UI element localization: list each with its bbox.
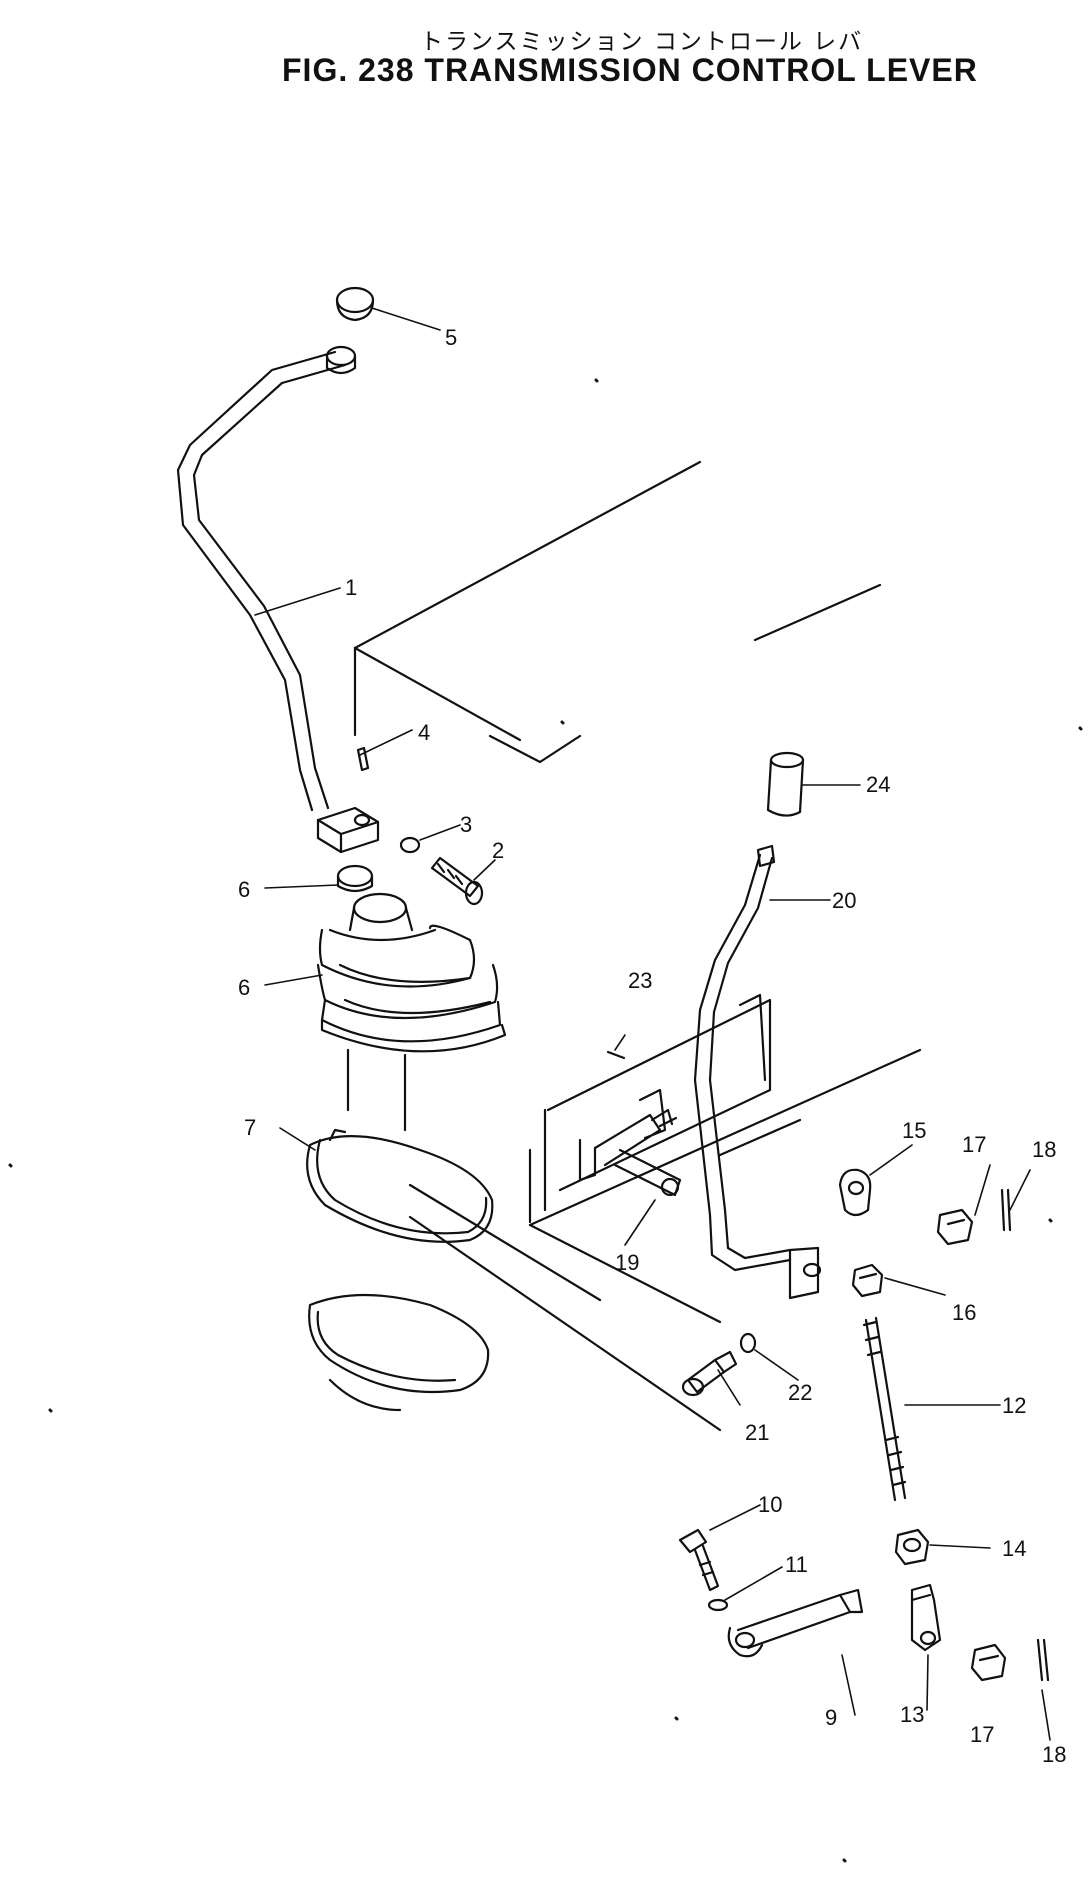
cab-body-outline: [353, 460, 922, 1432]
callout-17-lower: 17: [970, 1722, 994, 1747]
callout-4: 4: [418, 720, 430, 745]
callout-1: 1: [345, 575, 357, 600]
rod-part-20: [693, 844, 822, 1300]
callout-22: 22: [788, 1380, 812, 1405]
cotter-pin-part-18-upper: [1000, 1188, 1012, 1232]
callout-6-nut: 6: [238, 877, 250, 902]
callout-17-upper: 17: [962, 1132, 986, 1157]
washer-part-3: [399, 836, 421, 854]
callout-24: 24: [866, 772, 890, 797]
lever-arm-part-9: [727, 1588, 864, 1658]
knob-part-5: [335, 286, 375, 322]
seal-ring: [308, 1293, 490, 1412]
callout-9: 9: [825, 1705, 837, 1730]
figure-title: FIG. 238 TRANSMISSION CONTROL LEVER: [282, 52, 978, 88]
clevis-part-13: [910, 1583, 942, 1652]
callout-13: 13: [900, 1702, 924, 1727]
bracket-part-19: [578, 1088, 682, 1197]
leader-lines: [254, 307, 1051, 1741]
cotter-pin-part-18-lower: [1036, 1638, 1050, 1682]
callout-21: 21: [745, 1420, 769, 1445]
bolt-part-21: [681, 1350, 738, 1397]
callout-16: 16: [952, 1300, 976, 1325]
ball-joint-part-15: [838, 1168, 872, 1217]
threaded-rod-part-12: [862, 1316, 907, 1502]
callout-2: 2: [492, 838, 504, 863]
control-lever: [176, 345, 380, 854]
boot-part-6: [316, 892, 507, 1132]
callout-5: 5: [445, 325, 457, 350]
pin-part-23: [606, 1050, 626, 1060]
washer-part-11: [707, 1598, 729, 1612]
title-japanese: トランスミッション コントロール レバ: [420, 29, 864, 55]
nut-part-17-lower: [970, 1643, 1007, 1682]
scan-specks: [8, 378, 1083, 1863]
callout-15: 15: [902, 1118, 926, 1143]
callout-18-lower: 18: [1042, 1742, 1066, 1767]
callout-20: 20: [832, 888, 856, 913]
callout-10: 10: [758, 1492, 782, 1517]
washer-part-22: [739, 1332, 757, 1354]
callout-labels: 1 2 3 4 5 6 6 7 9 10 11 12 13 14 15 16 1…: [238, 325, 1066, 1767]
callout-12: 12: [1002, 1393, 1026, 1418]
nut-part-6: [336, 864, 374, 893]
sleeve-part-24: [766, 751, 805, 817]
callout-14: 14: [1002, 1536, 1026, 1561]
pin-part-4: [356, 746, 370, 772]
bolt-part-10: [678, 1528, 720, 1592]
bolt-part-2: [430, 856, 484, 906]
callout-23: 23: [628, 968, 652, 993]
frame-part-7: [306, 1128, 494, 1243]
callout-3: 3: [460, 812, 472, 837]
callout-11: 11: [785, 1552, 808, 1577]
callout-6-boot: 6: [238, 975, 250, 1000]
nut-part-14: [894, 1528, 930, 1566]
callout-18-upper: 18: [1032, 1137, 1056, 1162]
callout-19: 19: [615, 1250, 639, 1275]
callout-7: 7: [244, 1115, 256, 1140]
nut-part-17-upper: [936, 1208, 974, 1246]
nut-part-16: [851, 1263, 884, 1298]
